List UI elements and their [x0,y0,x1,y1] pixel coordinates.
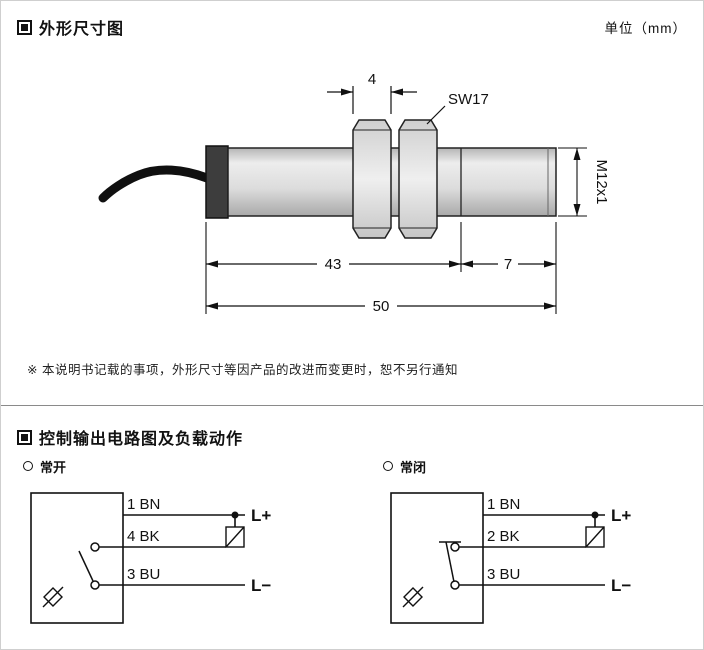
mode-label: 常开 [40,459,67,475]
section1-header: 外形尺寸图 单位（mm） [1,1,703,41]
switch-contact-closed [439,541,483,590]
dim-43-label: 43 [325,256,342,273]
section-square-icon [17,429,32,445]
footnote: ※ 本说明书记载的事项，外形尺寸等因产品的改进而变更时，恕不另行通知 [27,363,458,377]
dim-thread-length [461,260,556,268]
dim-thread-spec [558,147,587,217]
section-square-icon [17,19,32,35]
dimension-drawing: 4 SW17 43 7 [98,71,610,315]
mode-label-row: 常开 [23,457,353,475]
circuit-normally-closed: 常闭 [383,457,703,648]
circle-bullet-icon [383,461,393,471]
circuit-normally-open: 常开 [23,457,353,648]
sensor-body [227,147,557,217]
circuit-svg-no: 1 BN 4 BK 3 BU L+ L− [30,492,271,624]
sensor-box [30,492,124,624]
dim-body-length [206,260,461,268]
thread-spec-label: M12x1 [593,159,610,204]
section1-title-text: 外形尺寸图 [39,21,125,38]
lminus-label: L− [611,576,631,595]
wire2-label: 2 BK [487,528,520,545]
lplus-label: L+ [251,506,271,525]
wire2-label: 4 BK [127,528,160,545]
sensor-box [390,492,484,624]
proximity-symbol-icon [402,586,424,608]
dim-nut-width [327,86,417,114]
section1-title: 外形尺寸图 [17,15,124,39]
dim-total-length [206,302,556,310]
wire1-label: 1 BN [487,496,520,513]
circuit-svg-nc: 1 BN 2 BK 3 BU L+ L− [390,492,631,624]
section-divider [1,405,703,406]
mode-label-row: 常闭 [383,457,703,475]
end-cap [205,145,229,219]
hex-nut-1 [352,119,392,239]
wrench-size-label: SW17 [448,91,489,108]
section2-title-text: 控制输出电路图及负载动作 [39,431,244,448]
sw17-leader-line [426,105,446,125]
wires [123,514,245,586]
circle-bullet-icon [23,461,33,471]
wire1-label: 1 BN [127,496,160,513]
section2-title: 控制输出电路图及负载动作 [17,425,243,449]
proximity-symbol-icon [42,586,64,608]
switch-contact-open [78,542,123,590]
mode-label: 常闭 [400,459,427,475]
unit-label: 单位（mm） [604,21,687,36]
cable [98,165,212,203]
load-symbol [225,526,245,548]
lminus-label: L− [251,576,271,595]
wire3-label: 3 BU [487,566,520,583]
wire3-label: 3 BU [127,566,160,583]
dim-4-label: 4 [368,71,376,88]
circuit-diagrams: 常开 [23,457,683,648]
dim-50-label: 50 [373,298,390,315]
lplus-label: L+ [611,506,631,525]
load-symbol [585,526,605,548]
dim-7-label: 7 [504,256,512,273]
wires [483,514,605,586]
hex-nut-2 [398,119,438,239]
